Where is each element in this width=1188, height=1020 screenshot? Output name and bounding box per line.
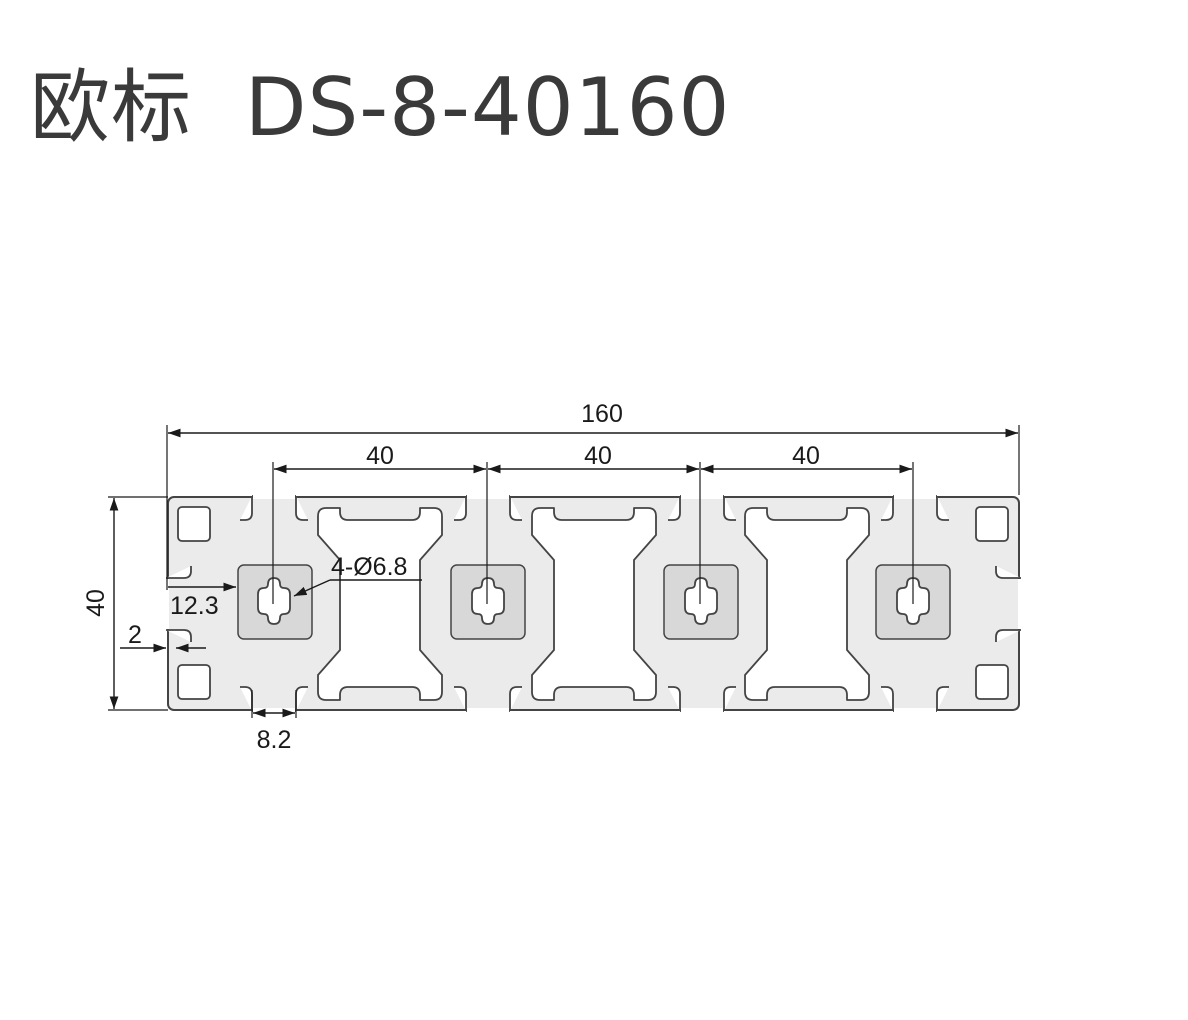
side-slots	[164, 566, 1023, 642]
inner-cavities	[317, 507, 870, 701]
pitch-3-label: 40	[792, 442, 820, 470]
aluminum-profile	[164, 495, 1023, 712]
page-title: 欧标 DS-8-40160	[30, 61, 731, 154]
slot-width-label: 8.2	[257, 726, 292, 754]
offset-label: 12.3	[170, 592, 219, 620]
overall-width-label: 160	[581, 400, 623, 428]
height-label: 40	[82, 589, 110, 617]
cores	[237, 564, 951, 640]
wall-thickness-label: 2	[128, 621, 142, 649]
hole-callout-label: 4-Ø6.8	[331, 553, 407, 581]
top-slots	[240, 495, 949, 521]
dimension-lines	[108, 425, 1020, 718]
pitch-1-label: 40	[366, 442, 394, 470]
pitch-2-label: 40	[584, 442, 612, 470]
corner-holes	[177, 506, 1009, 700]
